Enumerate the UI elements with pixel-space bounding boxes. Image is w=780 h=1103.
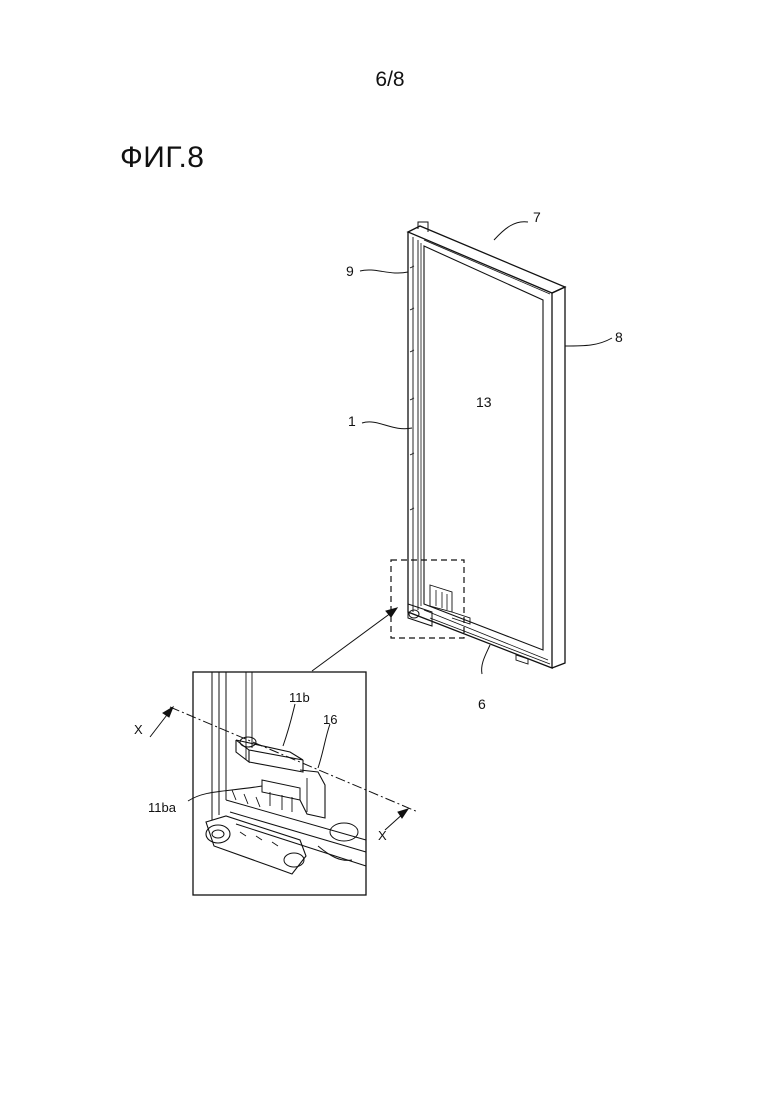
ref-label-11ba: 11ba bbox=[148, 800, 177, 815]
section-arrow-left bbox=[150, 707, 173, 737]
ref-label-11b: 11b bbox=[289, 690, 310, 705]
ref-label-16: 16 bbox=[323, 712, 337, 727]
section-line bbox=[170, 707, 418, 812]
section-label-x-right: X bbox=[378, 828, 387, 843]
section-arrow-right bbox=[385, 809, 408, 830]
ref-label-6: 6 bbox=[478, 696, 486, 712]
inset-detail bbox=[193, 672, 366, 895]
ref-label-8: 8 bbox=[615, 329, 623, 345]
ref-label-1: 1 bbox=[348, 413, 356, 429]
section-label-x-left: X bbox=[134, 722, 143, 737]
ref-label-7: 7 bbox=[533, 209, 541, 225]
ref-label-13: 13 bbox=[476, 394, 492, 410]
detail-region-box bbox=[391, 560, 464, 638]
door-frame bbox=[408, 222, 565, 668]
detail-arrow bbox=[312, 608, 397, 671]
ref-label-9: 9 bbox=[346, 263, 354, 279]
